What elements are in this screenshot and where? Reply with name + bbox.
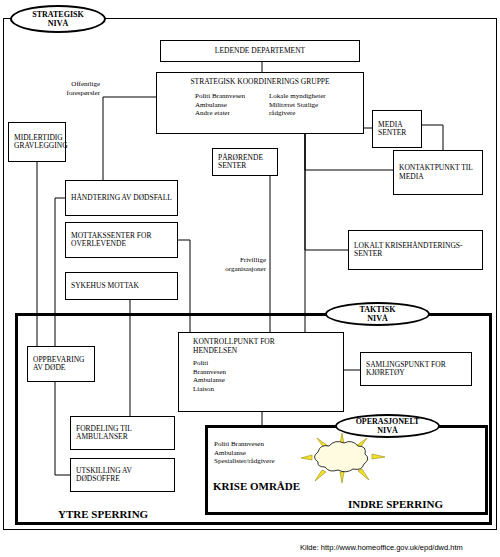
zone-label: KRISE OMRÅDE: [213, 480, 343, 493]
connector-line: [55, 382, 70, 475]
process-box: MEDIA SENTER: [372, 110, 422, 148]
process-box: KONTAKTPUNKT TIL MEDIA: [393, 150, 483, 195]
flow-note: Offentlige forespørsler: [40, 80, 100, 97]
process-box: SAMLINGSPUNKT FOR KJØRETØY: [360, 352, 472, 386]
process-box: FORDELING TIL AMBULANSER: [70, 416, 175, 450]
connector-line: [262, 62, 263, 72]
source-note: Kilde: http://www.homeoffice.gov.uk/epd/…: [300, 543, 500, 552]
box-body: Lokale myndigheter Militæret Statlige rå…: [269, 92, 343, 118]
box-title: MEDIA SENTER: [378, 121, 416, 138]
coordination-box: STRATEGISK KOORDINERINGS GRUPPE Politi Br…: [156, 72, 364, 134]
box-body: Politi Brannvesen Ambulanse Liaison: [193, 359, 241, 393]
connector-line: [305, 134, 348, 250]
box-title: MIDLERTIDIG GRAVLEGGING: [14, 134, 60, 151]
box-title: SAMLINGSPUNKT FOR KJØRETØY: [366, 361, 466, 378]
explosion-ray: [315, 470, 326, 481]
box-title: KONTROLLPUNKT FOR HENDELSEN: [193, 338, 288, 355]
box-title: LEDENDE DEPARTEMENT: [166, 47, 354, 56]
box-title: PÅRØRENDE SENTER: [218, 154, 272, 171]
connector-line: [305, 134, 306, 332]
process-box: LOKALT KRISEHÅNDTERINGS- SENTER: [348, 230, 483, 270]
explosion-ray: [317, 438, 328, 448]
connector-line: [270, 176, 271, 332]
connector-line: [262, 412, 263, 425]
box-title: LOKALT KRISEHÅNDTERINGS- SENTER: [354, 242, 477, 259]
explosion-cloud: [315, 442, 368, 472]
box-title: HÅNDTERING AV DØDSFALL: [71, 194, 172, 203]
zone-label: YTRE SPERRING: [58, 508, 218, 521]
level-heading: STRATEGISK NIVÅ: [10, 5, 106, 33]
box-title: MOTTAKSSENTER FOR OVERLEVENDE: [71, 232, 172, 249]
level-heading: OPERASJONELT NIVÅ: [335, 414, 440, 438]
level-heading: TAKTISK NIVÅ: [325, 302, 430, 326]
connector-line: [103, 97, 156, 180]
explosion-ray: [301, 455, 312, 460]
process-box: OPPBEVARING AV DØDE: [27, 346, 95, 382]
process-box: UTSKILLING AV DØDSOFFRE: [70, 458, 175, 492]
box-title: SYKEHUS MOTTAK: [71, 282, 172, 291]
box-title: KONTAKTPUNKT TIL MEDIA: [399, 164, 477, 181]
flow-note: Frivillige organisasjoner: [198, 256, 266, 273]
explosion-ray: [358, 469, 369, 480]
explosion-rays: [301, 433, 385, 483]
box-title: OPPBEVARING AV DØDE: [33, 356, 89, 373]
process-box: HÅNDTERING AV DØDSFALL: [65, 180, 178, 216]
connector-line: [422, 125, 443, 150]
explosion-ray: [356, 438, 367, 448]
connector-line: [37, 162, 38, 346]
process-box: MOTTAKSSENTER FOR OVERLEVENDE: [65, 222, 178, 258]
connector-line: [130, 300, 131, 416]
explosion-ray: [340, 472, 344, 483]
process-box: PÅRØRENDE SENTER: [212, 148, 278, 176]
connector-line: [364, 128, 372, 129]
explosion-ray: [372, 454, 385, 459]
process-box: LEDENDE DEPARTEMENT: [160, 40, 360, 62]
connector-line: [178, 240, 190, 332]
box-title: UTSKILLING AV DØDSOFFRE: [76, 467, 169, 484]
tactical-level-frame: TAKTISK NIVÅYTRE SPERRINGOPPBEVARING AV …: [15, 313, 492, 525]
operational-level-frame: OPERASJONELT NIVÅPoliti Brannvesen Ambul…: [205, 425, 488, 515]
connector-line: [55, 198, 65, 346]
box-title: STRATEGISK KOORDINERINGS GRUPPE: [157, 78, 363, 87]
box-body: Politi Brannvesen Ambulanse Spesialister…: [214, 440, 264, 466]
box-body: Politi Brannvesen Ambulanse Andre etater: [195, 92, 245, 118]
control-box: KONTROLLPUNKT FOR HENDELSEN Politi Brannv…: [178, 332, 344, 412]
connector-line: [344, 370, 360, 371]
process-box: MIDLERTIDIG GRAVLEGGING: [8, 122, 66, 162]
process-box: SYKEHUS MOTTAK: [65, 272, 178, 300]
box-title: FORDELING TIL AMBULANSER: [76, 425, 169, 442]
explosion-ray: [340, 433, 344, 444]
zone-label: INDRE SPERRING: [348, 498, 478, 511]
